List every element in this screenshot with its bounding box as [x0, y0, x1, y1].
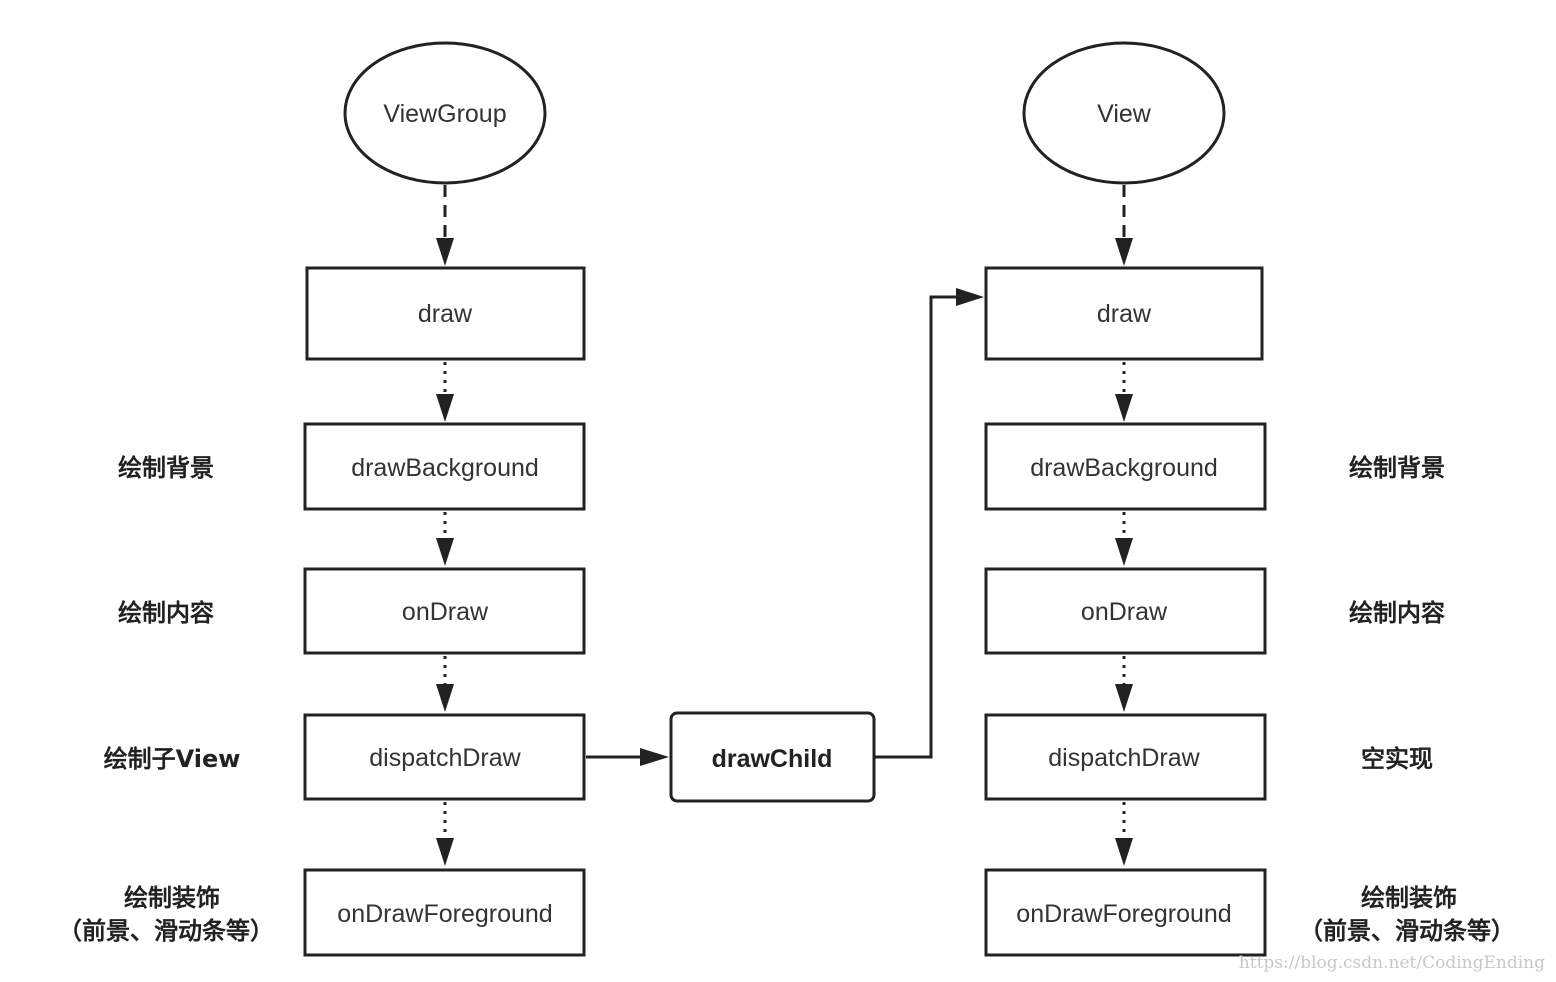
right-draw-box	[984, 266, 1264, 361]
arrowhead	[1115, 238, 1133, 266]
arrowhead	[1115, 838, 1133, 866]
left-drawbackground-box	[303, 422, 586, 511]
left-note-ondrawforeground-line2: （前景、滑动条等）	[58, 917, 274, 945]
left-drawbackground-label: drawBackground	[351, 454, 539, 482]
left-ondraw-box	[303, 567, 586, 655]
left-dispatchdraw-box	[303, 713, 586, 801]
right-note-drawbackground: 绘制背景	[1349, 454, 1445, 482]
right-note-ondrawforeground-line2: （前景、滑动条等）	[1299, 917, 1515, 945]
arrowhead	[1115, 538, 1133, 566]
right-note-dispatchdraw: 空实现	[1361, 745, 1433, 773]
right-dispatchdraw-box	[984, 713, 1267, 801]
right-ondrawforeground-label: onDrawForeground	[1016, 900, 1231, 928]
right-note-ondraw: 绘制内容	[1349, 599, 1445, 627]
left-ondraw-label: onDraw	[402, 598, 489, 626]
view-node	[1022, 41, 1226, 185]
right-dispatchdraw-label: dispatchDraw	[1048, 744, 1200, 772]
right-drawbackground-label: drawBackground	[1030, 454, 1218, 482]
left-note-dispatchdraw: 绘制子View	[104, 745, 241, 773]
viewgroup-label: ViewGroup	[383, 100, 506, 128]
left-draw-label: draw	[418, 300, 473, 328]
left-ondrawforeground-box	[303, 868, 586, 957]
right-draw-label: draw	[1097, 300, 1152, 328]
arrowhead	[1115, 684, 1133, 712]
viewgroup-node	[343, 41, 547, 185]
arrowhead	[1115, 394, 1133, 422]
left-ondrawforeground-label: onDrawForeground	[337, 900, 552, 928]
left-note-ondrawforeground-line1: 绘制装饰	[124, 884, 220, 912]
right-drawbackground-box	[984, 422, 1267, 511]
view-label: View	[1097, 100, 1152, 128]
arrowhead	[436, 838, 454, 866]
arrowhead	[436, 684, 454, 712]
right-note-ondrawforeground-line1: 绘制装饰	[1361, 884, 1457, 912]
drawchild-box	[669, 711, 876, 803]
arrowhead	[436, 238, 454, 266]
right-ondrawforeground-box	[984, 868, 1267, 957]
right-ondraw-box	[984, 567, 1267, 655]
left-dispatchdraw-label: dispatchDraw	[369, 744, 521, 772]
watermark: https://blog.csdn.net/CodingEnding	[1239, 953, 1545, 973]
edge-drawchild-to-view-draw	[875, 295, 958, 759]
arrowhead	[640, 748, 669, 766]
drawchild-label: drawChild	[712, 745, 833, 773]
right-ondraw-label: onDraw	[1081, 598, 1168, 626]
left-draw-box	[305, 266, 586, 361]
left-note-drawbackground: 绘制背景	[118, 454, 214, 482]
arrowhead	[436, 538, 454, 566]
arrowhead	[956, 288, 984, 306]
arrowhead	[436, 394, 454, 422]
left-note-ondraw: 绘制内容	[118, 599, 214, 627]
